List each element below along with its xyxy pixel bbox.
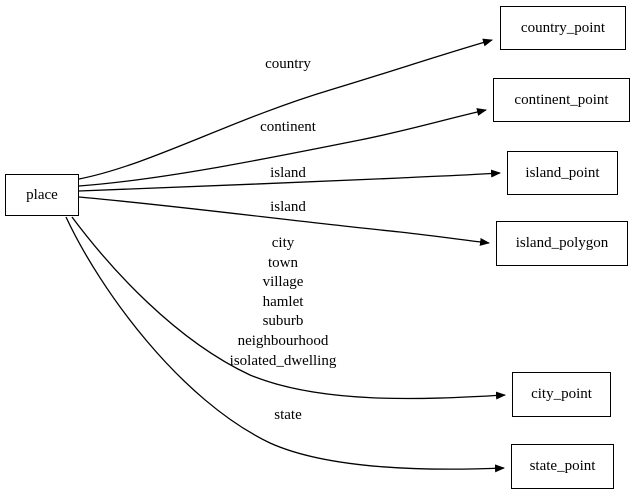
edge-label-line: suburb <box>262 313 304 330</box>
edge-label-line: isolated_dwelling <box>229 352 337 369</box>
edge-label-state_point: state <box>274 406 302 426</box>
node-state_point[interactable]: state_point <box>511 444 614 489</box>
edge-label-city_point: city town village hamlet suburb neighbourhood… <box>230 234 337 371</box>
edge-label-island_point: island <box>270 164 306 184</box>
node-label: country_point <box>520 19 606 36</box>
edge-label-island_polygon: island <box>270 198 306 218</box>
edge-label-line: state <box>274 407 302 423</box>
edge-label-line: town <box>268 254 298 271</box>
edge-place-to-island_polygon[interactable] <box>78 196 490 246</box>
node-island_point[interactable]: island_point <box>507 151 618 195</box>
node-island_polygon[interactable]: island_polygon <box>496 221 628 266</box>
edge-label-continent_point: continent <box>260 118 316 138</box>
edge-place-to-state_point[interactable] <box>65 216 505 473</box>
node-city_point[interactable]: city_point <box>512 372 611 417</box>
edge-label-country_point: country <box>265 55 311 75</box>
edge-label-line: hamlet <box>262 293 304 310</box>
edge-path-group <box>65 38 506 473</box>
node-label: city_point <box>531 386 592 402</box>
edge-place-to-city_point[interactable] <box>71 216 506 400</box>
node-label: continent_point <box>514 91 609 108</box>
node-label: island_polygon <box>515 235 609 251</box>
node-place[interactable]: place <box>5 174 79 216</box>
edge-place-to-country_point[interactable] <box>78 38 493 180</box>
edge-label-line: city <box>271 235 295 251</box>
edge-place-to-continent_point[interactable] <box>78 108 487 187</box>
edge-label-line: continent <box>260 119 316 135</box>
node-label: island_point <box>525 164 600 181</box>
node-label: state_point <box>529 458 596 474</box>
edge-place-to-island_point[interactable] <box>78 169 501 192</box>
edge-label-line: island <box>270 199 306 215</box>
node-continent_point[interactable]: continent_point <box>493 78 630 122</box>
node-label: place <box>26 186 58 203</box>
edge-label-line: neighbourhood <box>237 332 329 349</box>
edge-label-line: island <box>270 165 306 181</box>
edge-label-line: country <box>265 56 311 72</box>
node-country_point[interactable]: country_point <box>500 6 626 50</box>
edge-label-line: village <box>262 274 304 291</box>
